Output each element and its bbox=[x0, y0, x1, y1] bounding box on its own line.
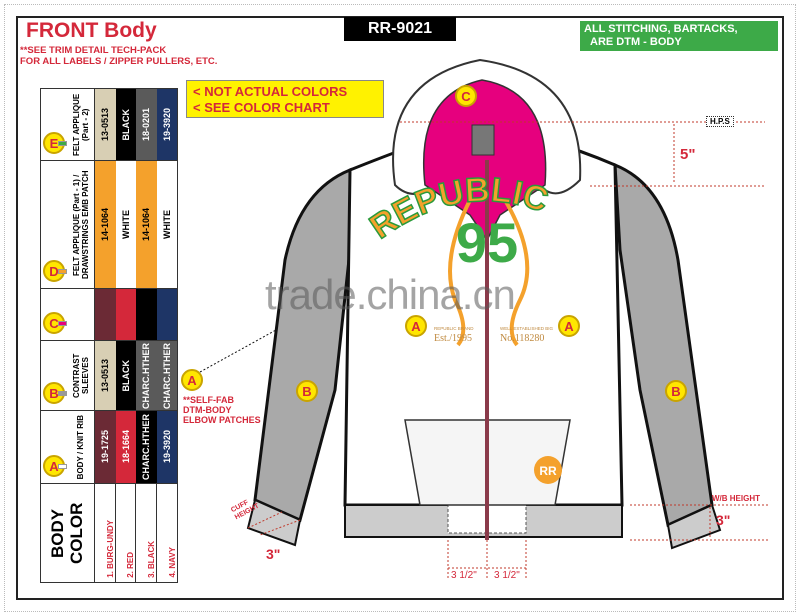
swatch-stem bbox=[58, 391, 67, 396]
right-sleeve bbox=[613, 162, 714, 528]
color-cell: CHARC.HTHER bbox=[156, 341, 178, 410]
badge-left: Est./1995 bbox=[434, 333, 472, 344]
trim-note-line: FOR ALL LABELS / ZIPPER PULLERS, ETC. bbox=[20, 56, 218, 67]
elbow-note-line: **SELF-FAB bbox=[183, 395, 235, 405]
badge-area: D bbox=[41, 161, 67, 288]
callout-sleeve-right: B bbox=[665, 380, 687, 402]
color-cell: 19-3920 bbox=[156, 411, 178, 483]
swatch-stem bbox=[58, 464, 67, 469]
page-title: FRONT Body bbox=[26, 19, 157, 42]
drawstring-left bbox=[448, 199, 472, 347]
body-color-header-cell: BODY COLOR bbox=[41, 484, 96, 582]
swatch-stem bbox=[58, 269, 67, 274]
callout-hood: C bbox=[455, 85, 477, 107]
column-header: D FELT APPLIQUE (Part - 1) / DRAWSTRINGS… bbox=[41, 161, 96, 288]
pocket-left-measure: 3 1/2" bbox=[451, 570, 477, 581]
color-cell: 19-1725 bbox=[95, 411, 116, 483]
color-cell: BLACK bbox=[115, 341, 137, 410]
callout-chest-right: A bbox=[558, 315, 580, 337]
disclaimer-line: < NOT ACTUAL COLORS bbox=[193, 84, 348, 99]
rr-logo: RR bbox=[539, 464, 557, 478]
column-header: A BODY / KNIT RIB bbox=[41, 411, 96, 483]
hood-lining bbox=[422, 79, 547, 242]
stitching-note: ALL STITCHING, BARTACKS,ARE DTM - BODY bbox=[580, 21, 778, 51]
color-disclaimer: < NOT ACTUAL COLORS< SEE COLOR CHART bbox=[186, 80, 384, 118]
style-number: RR-9021 bbox=[344, 17, 456, 41]
color-cell bbox=[95, 289, 116, 340]
color-cell: 18-0201 bbox=[136, 89, 157, 160]
column-header: E FELT APPLIQUE (Part - 2) bbox=[41, 89, 96, 160]
body-color-item: 1. BURG-UNDY bbox=[95, 484, 116, 582]
color-cell: 18-1664 bbox=[115, 411, 137, 483]
measurement-lines bbox=[199, 121, 770, 580]
color-cell: CHARC.HTHER bbox=[136, 341, 157, 410]
color-cell: 14-1064 bbox=[95, 161, 116, 288]
badge-area: E bbox=[41, 89, 67, 160]
left-cuff bbox=[246, 498, 302, 547]
badge-area: B bbox=[41, 341, 67, 410]
column-header: C bbox=[41, 289, 96, 340]
badge-left-small: REPUBLIC BRAND bbox=[434, 326, 474, 331]
wb-height-label: W/B HEIGHT bbox=[712, 494, 760, 503]
color-cell: CHARC.HTHER bbox=[136, 411, 157, 483]
rr-logo-badge bbox=[534, 456, 562, 484]
stitching-note-line: ARE DTM - BODY bbox=[590, 36, 682, 48]
number-95: 95 bbox=[456, 211, 518, 274]
column-header: B CONTRAST SLEEVES bbox=[41, 341, 96, 410]
drawstring-right bbox=[503, 198, 530, 347]
callout-chest-left: A bbox=[405, 315, 427, 337]
color-cell bbox=[156, 289, 178, 340]
disclaimer-line: < SEE COLOR CHART bbox=[193, 100, 330, 115]
wb-height-value: 3" bbox=[716, 512, 731, 528]
elbow-note-line: ELBOW PATCHES bbox=[183, 415, 261, 425]
hood-drop-measure: 5" bbox=[680, 146, 696, 163]
watermark: trade.china.cn bbox=[265, 271, 516, 318]
neck-label bbox=[471, 124, 495, 156]
color-column-c: C bbox=[41, 289, 178, 341]
badge-right-small: WELL ESTABLISHED BIG bbox=[500, 326, 554, 331]
badge-right: No.118280 bbox=[500, 333, 544, 344]
color-cell bbox=[136, 289, 157, 340]
callout-sleeve-left: B bbox=[296, 380, 318, 402]
color-cell: 13-0513 bbox=[95, 341, 116, 410]
swatch-stem bbox=[58, 141, 67, 146]
elbow-note-line: DTM-BODY bbox=[183, 405, 232, 415]
stitching-note-line: ALL STITCHING, BARTACKS, bbox=[584, 23, 738, 35]
color-cell: 19-3920 bbox=[156, 89, 178, 160]
color-cell bbox=[115, 289, 137, 340]
cuff-height-value: 3" bbox=[266, 546, 281, 562]
hps-label: H.P.S bbox=[706, 116, 734, 127]
outer-border bbox=[4, 4, 796, 612]
color-cell: WHITE bbox=[156, 161, 178, 288]
letter-badge: A bbox=[43, 455, 65, 477]
color-cell: 14-1064 bbox=[136, 161, 157, 288]
color-cell: 13-0513 bbox=[95, 89, 116, 160]
swatch-stem bbox=[58, 321, 67, 326]
color-cell: BLACK bbox=[115, 89, 137, 160]
trim-note-line: **SEE TRIM DETAIL TECH-PACK bbox=[20, 45, 167, 56]
badge-area: C bbox=[41, 289, 67, 340]
left-sleeve bbox=[253, 167, 352, 523]
badge-area: A bbox=[41, 411, 67, 483]
callout-elbow: A bbox=[181, 369, 203, 391]
color-column-d: D FELT APPLIQUE (Part - 1) / DRAWSTRINGS… bbox=[41, 161, 178, 289]
body-color-item: 3. BLACK bbox=[136, 484, 157, 582]
pocket-right-measure: 3 1/2" bbox=[494, 570, 520, 581]
color-cell: WHITE bbox=[115, 161, 137, 288]
body-color-item: 2. RED bbox=[116, 484, 137, 582]
